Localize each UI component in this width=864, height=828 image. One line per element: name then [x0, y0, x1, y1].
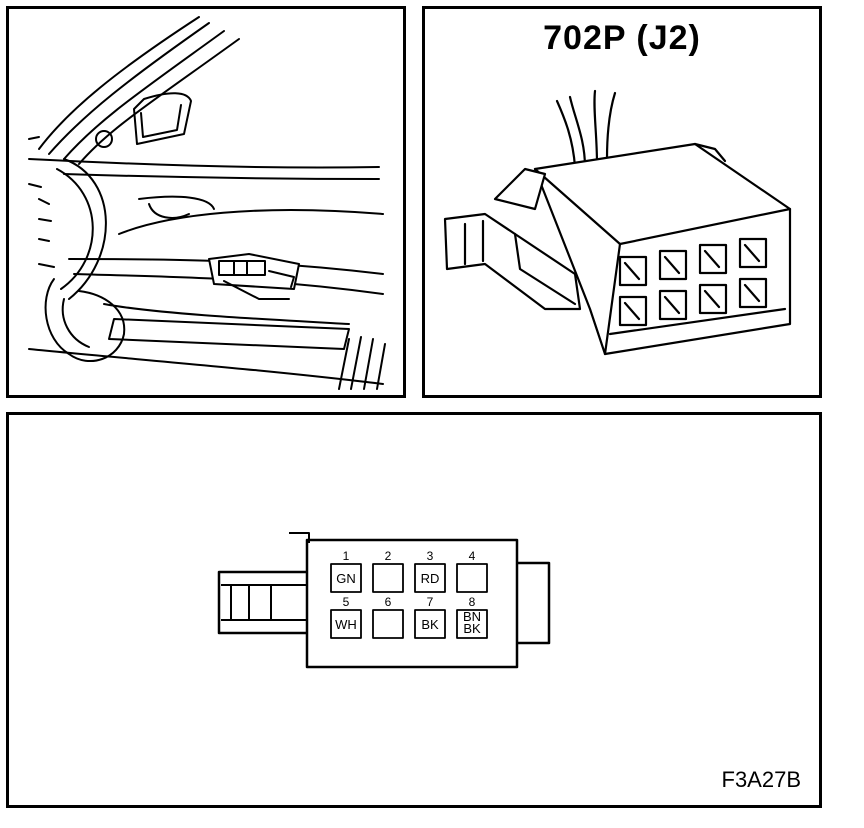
- pin-number-2: 2: [385, 549, 392, 563]
- figure-code: F3A27B: [721, 767, 802, 792]
- pin-cavity-4: [456, 563, 488, 593]
- connector-tab: [514, 561, 551, 645]
- pin-cavity-6: [372, 609, 404, 639]
- connector-housing: [305, 538, 519, 669]
- pin-cavity-5: [330, 609, 362, 639]
- connector-cavities: [618, 237, 768, 327]
- connector-latch: [217, 570, 311, 635]
- pin-number-5: 5: [343, 595, 350, 609]
- pin-wire-color-1: GN: [336, 571, 356, 586]
- pin-cavity-7: [414, 609, 446, 639]
- door-interior-illustration: [28, 16, 386, 390]
- connector-title: 702P (J2): [543, 19, 701, 57]
- pin-number-1: 1: [343, 549, 350, 563]
- pin-wire-color-3: RD: [421, 571, 440, 586]
- connector-3d-illustration: [443, 89, 792, 356]
- pin-wire-color-8: BN: [463, 609, 481, 624]
- pin-number-8: 8: [469, 595, 476, 609]
- pin-cavity-3: [414, 563, 446, 593]
- pin-wire-color-8: BK: [463, 621, 481, 636]
- pin-cavity-2: [372, 563, 404, 593]
- pin-number-3: 3: [427, 549, 434, 563]
- pin-wire-color-7: BK: [421, 617, 439, 632]
- pin-number-7: 7: [427, 595, 434, 609]
- pin-number-4: 4: [469, 549, 476, 563]
- door-location-panel: [6, 6, 406, 398]
- pin-cavity-1: [330, 563, 362, 593]
- pin-number-6: 6: [385, 595, 392, 609]
- pin-cavity-8: [456, 609, 488, 639]
- pin-wire-color-5: WH: [335, 617, 357, 632]
- connector-view-panel: 702P (J2): [422, 6, 822, 398]
